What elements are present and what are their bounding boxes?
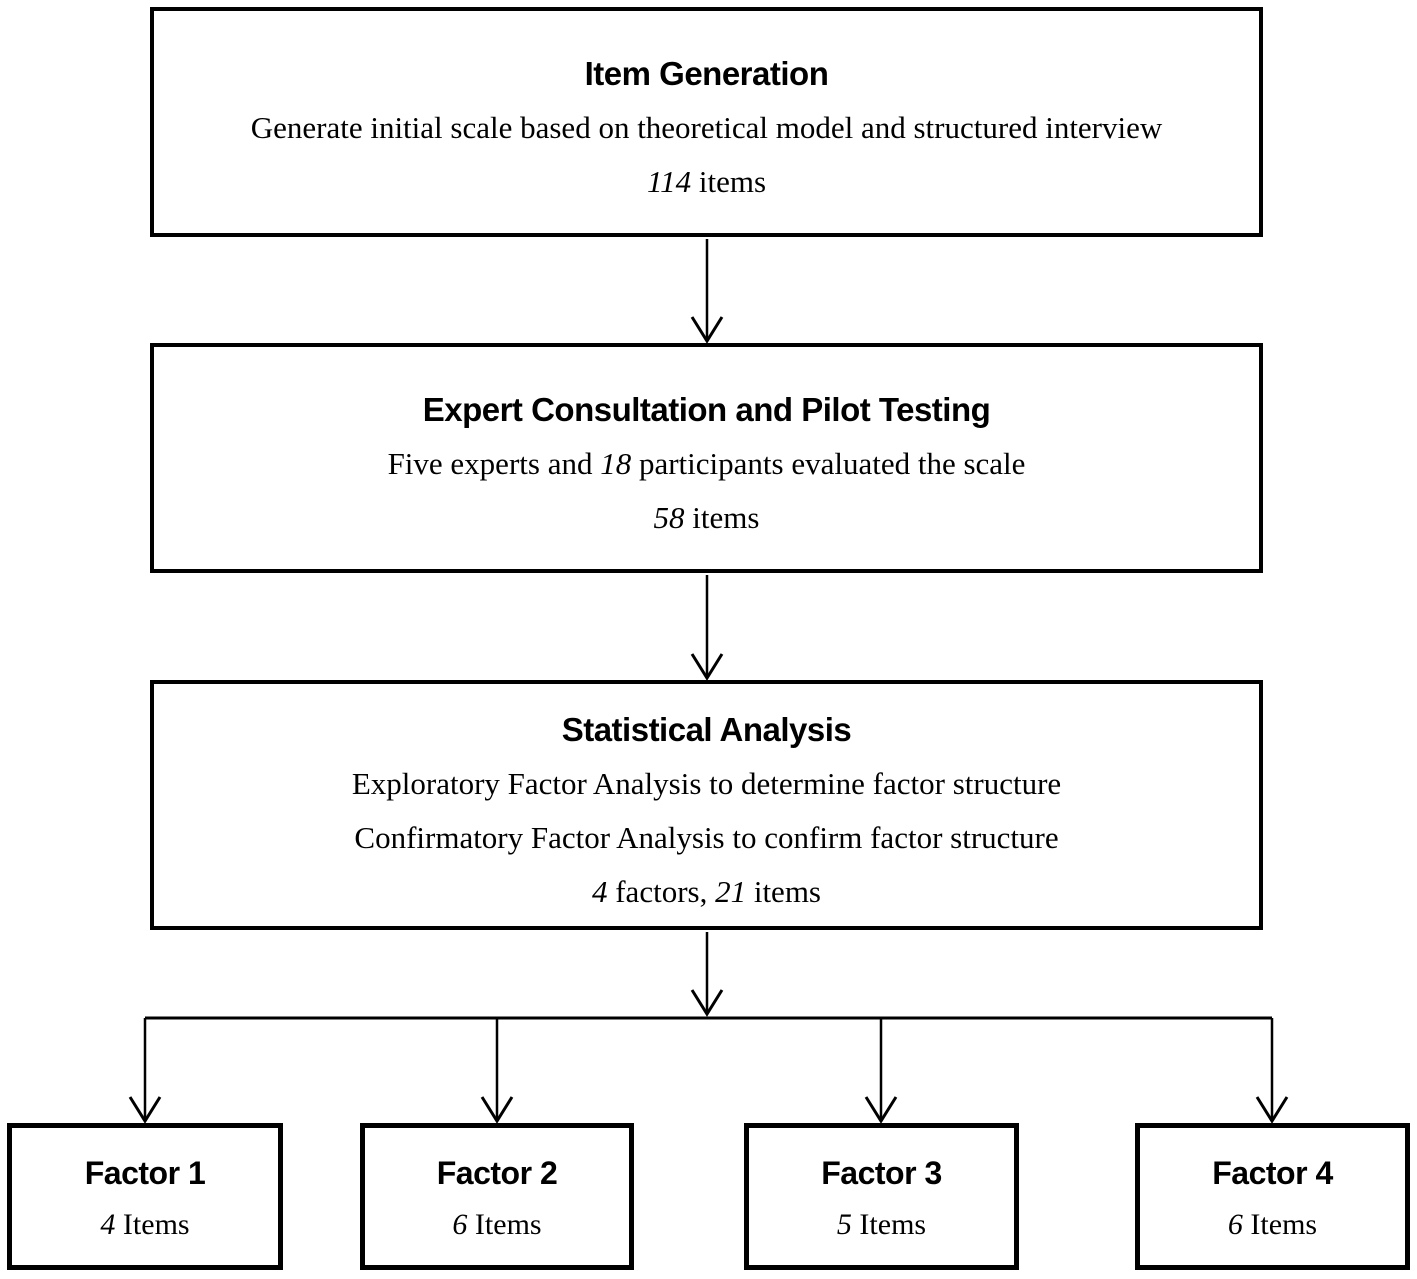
arrow-branch-factor-4 bbox=[1255, 1018, 1289, 1124]
arrow-branch-factor-2 bbox=[480, 1018, 514, 1124]
box-expert-consultation-line-2: 58 items bbox=[653, 499, 760, 535]
box-expert-consultation: Expert Consultation and Pilot Testing Fi… bbox=[150, 343, 1263, 573]
box-factor-3-title: Factor 3 bbox=[821, 1155, 942, 1192]
box-factor-3: Factor 3 5 Items bbox=[744, 1123, 1019, 1270]
box-item-generation-line-2: 114 items bbox=[646, 163, 767, 199]
box-factor-4-title: Factor 4 bbox=[1212, 1155, 1333, 1192]
box-factor-4: Factor 4 6 Items bbox=[1135, 1123, 1410, 1270]
box-factor-2-title: Factor 2 bbox=[436, 1155, 558, 1192]
box-item-generation-title: Item Generation bbox=[584, 54, 829, 92]
box-statistical-analysis-line-3: 4 factors, 21 items bbox=[591, 873, 821, 909]
box-factor-2: Factor 2 6 Items bbox=[360, 1123, 634, 1270]
box-statistical-analysis-line-1: Exploratory Factor Analysis to determine… bbox=[351, 766, 1062, 801]
box-item-generation-line-1: Generate initial scale based on theoreti… bbox=[250, 109, 1163, 145]
box-expert-consultation-title: Expert Consultation and Pilot Testing bbox=[422, 390, 991, 428]
box-factor-1: Factor 1 4 Items bbox=[7, 1123, 283, 1270]
box-expert-consultation-line-1: Five experts and 18 participants evaluat… bbox=[387, 445, 1026, 481]
box-factor-3-items: 5 Items bbox=[836, 1207, 927, 1241]
box-statistical-analysis-title: Statistical Analysis bbox=[561, 710, 852, 748]
arrow-branch-factor-1 bbox=[128, 1018, 162, 1124]
box-statistical-analysis-line-2: Confirmatory Factor Analysis to confirm … bbox=[354, 819, 1059, 855]
arrow-down-3 bbox=[690, 932, 724, 1017]
box-factor-4-items: 6 Items bbox=[1227, 1207, 1318, 1241]
box-factor-1-items: 4 Items bbox=[100, 1207, 190, 1241]
arrow-down-1 bbox=[690, 239, 724, 344]
box-factor-2-items: 6 Items bbox=[452, 1207, 542, 1241]
box-item-generation: Item Generation Generate initial scale b… bbox=[150, 7, 1263, 237]
arrow-down-2 bbox=[690, 575, 724, 681]
box-factor-1-title: Factor 1 bbox=[84, 1155, 206, 1192]
arrow-branch-factor-3 bbox=[864, 1018, 898, 1124]
box-statistical-analysis: Statistical Analysis Exploratory Factor … bbox=[150, 680, 1263, 930]
